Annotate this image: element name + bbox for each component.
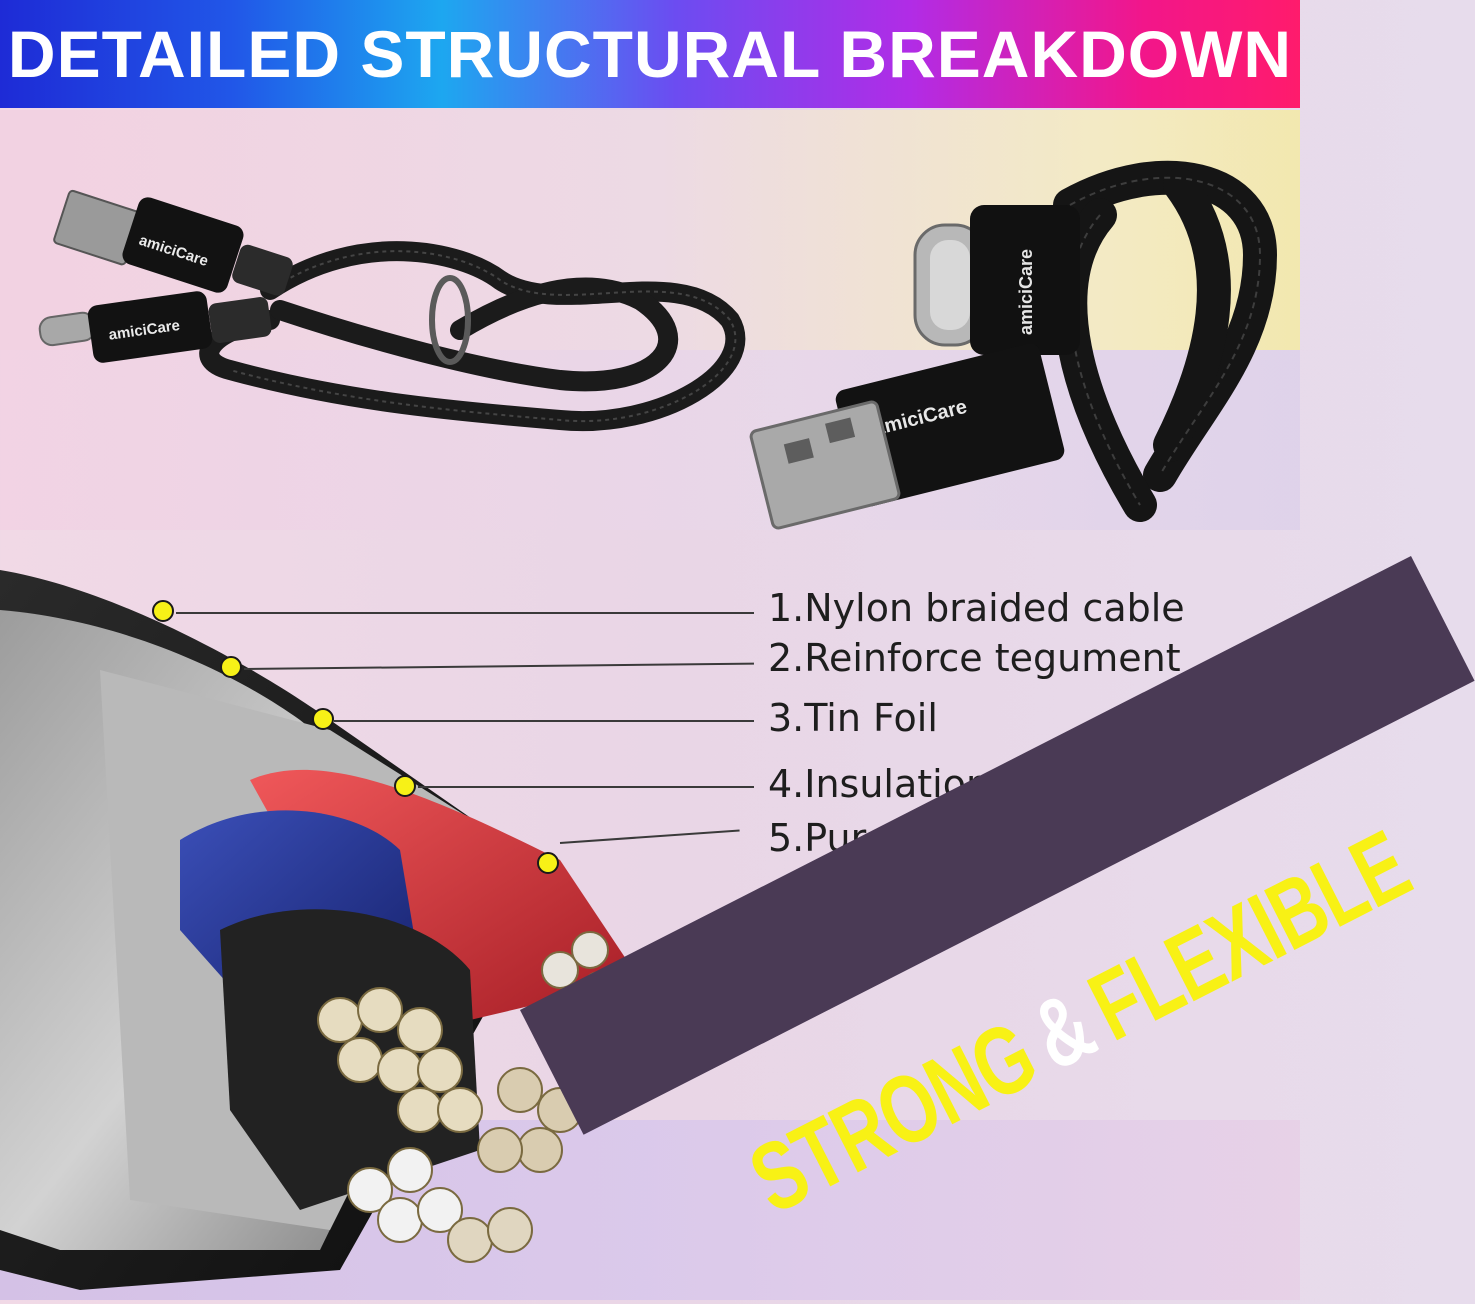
callout-line-3 xyxy=(334,720,754,722)
callout-line-1 xyxy=(176,612,754,614)
layer-label-tin-foil: 3.Tin Foil xyxy=(768,696,938,740)
layer-label-nylon-braid: 1.Nylon braided cable xyxy=(768,586,1185,630)
callout-dot-4 xyxy=(394,775,416,797)
layer-label-reinforce-tegument: 2.Reinforce tegument xyxy=(768,636,1181,680)
callout-line-4 xyxy=(418,786,754,788)
coiled-cable-image: amiciCare amiciCare xyxy=(38,170,760,470)
callout-dot-1 xyxy=(152,600,174,622)
cable-cross-section-illustration xyxy=(0,550,760,1300)
connector-closeup-image: amiciCare amiciCare xyxy=(740,145,1300,535)
callout-dot-2 xyxy=(220,656,242,678)
brand-logo-usb-c-closeup: amiciCare xyxy=(1016,249,1036,335)
page-title: DETAILED STRUCTURAL BREAKDOWN xyxy=(7,17,1293,91)
callout-dot-3 xyxy=(312,708,334,730)
callout-dot-5 xyxy=(537,852,559,874)
header-banner: DETAILED STRUCTURAL BREAKDOWN xyxy=(0,0,1300,108)
